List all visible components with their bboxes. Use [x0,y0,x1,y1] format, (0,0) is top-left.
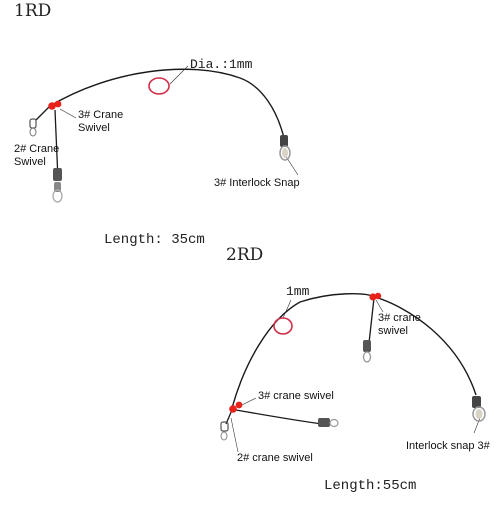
rig-2-crane-swivel-3-side-label: 3# crane swivel [258,390,334,402]
rig-1-length-label: Length: 35cm [104,232,205,248]
rig-2-side-wire [235,409,323,425]
rig-2-swivel-top [362,340,372,363]
rig-1-swivel-drop [52,168,63,203]
rig-2-pointer-1mm [282,299,292,319]
rig-2-interlock-snap [472,396,486,422]
rig-1-pointer-3crane [59,108,77,119]
rig-2-crane-swivel-3-top-label: 3# crane swivel [378,312,421,337]
rig-1-pointer-dia [169,65,189,85]
rig-1-main-wire [49,68,285,139]
rig-1-bead [54,100,62,108]
rig-1-crane-swivel-2-label: 2# Crane Swivel [14,143,60,168]
rig-2-diameter-label: 1mm [286,284,310,299]
rig-2-title: 2RD [226,245,264,265]
rig-1-bead [48,102,56,110]
rig-1-interlock-snap-label: 3# Interlock Snap [214,177,300,189]
rig-2-crane-swivel-2-label: 2# crane swivel [237,452,313,464]
rig-2-length-label: Length:55cm [324,478,417,494]
rig-2-pointer-3crane-side [239,397,257,407]
rig-2-main-wire [231,293,477,409]
rig-1-diameter-circle [148,77,170,95]
rig-2-interlock-snap-label: Interlock snap 3# [406,440,490,452]
rig-1-title: 1RD [14,1,52,21]
rig-1-interlock-snap [279,135,291,161]
rig-1 [29,65,299,203]
rig-1-left-wire [35,105,51,121]
rig-2-bead [235,401,243,409]
rig-2-bead [369,293,377,301]
rig-2-bead [374,292,382,300]
rig-1-swivel-2 [29,118,37,137]
rig-2-bead [229,405,237,413]
rig-1-diameter-label: Dia.:1mm [190,57,253,72]
rig-2-swivel-side [318,418,339,428]
rig-2-diameter-circle [273,317,293,335]
rig-1-pointer-snap [284,154,299,176]
rig-1-crane-swivel-3-label: 3# Crane Swivel [78,109,124,134]
rig-2-swivel-2 [220,421,229,441]
rig-2 [220,292,486,453]
rig-2-pointer-2crane [230,417,239,453]
rig-2-pointer-3crane-top [375,299,384,313]
